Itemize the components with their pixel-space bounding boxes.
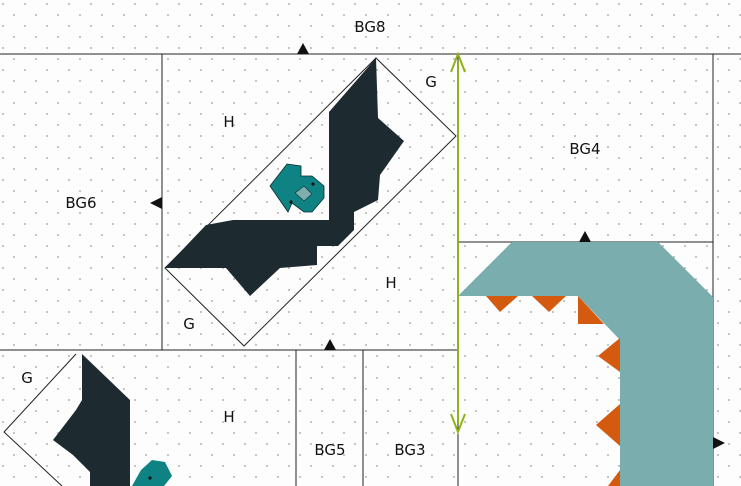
- bat-eye-lower: [148, 476, 152, 480]
- label-h-upper: H: [223, 113, 234, 131]
- label-h-middle: H: [385, 274, 396, 292]
- label-g-upper-right: G: [425, 73, 437, 91]
- bat-face-highlight: [294, 185, 313, 202]
- triangle-marker-icon: [150, 197, 162, 209]
- bat-block-lower: [3, 353, 172, 486]
- label-bg4: BG4: [569, 140, 600, 158]
- triangle-marker-icon: [579, 231, 591, 242]
- bat-face: [269, 163, 325, 213]
- label-g-lower: G: [21, 369, 33, 387]
- triangle-marker-icon: [324, 339, 336, 350]
- bat-face-lower: [132, 460, 172, 486]
- triangle-marker-icon: [297, 43, 309, 54]
- bat-wing-shape-lower: [53, 354, 130, 486]
- label-bg6: BG6: [65, 194, 96, 212]
- bat-diagonal-frame-lower: [3, 353, 77, 486]
- tentacle-spikes: [486, 296, 620, 486]
- label-bg5: BG5: [314, 441, 345, 459]
- tentacle-shape: [458, 242, 713, 486]
- label-h-lower: H: [223, 408, 234, 426]
- bat-wing-shape: [165, 58, 404, 296]
- bat-block-upper: [164, 57, 457, 347]
- tentacle-block: [458, 242, 713, 486]
- label-g-upper-left: G: [183, 315, 195, 333]
- bat-eye: [289, 200, 293, 204]
- label-bg3: BG3: [394, 441, 425, 459]
- alignment-markers: [150, 43, 725, 449]
- double-headed-arrow-icon: [450, 51, 466, 435]
- bat-eye: [311, 182, 315, 186]
- label-bg8: BG8: [354, 18, 385, 36]
- bat-diagonal-frame: [164, 57, 457, 347]
- triangle-marker-icon: [713, 437, 725, 449]
